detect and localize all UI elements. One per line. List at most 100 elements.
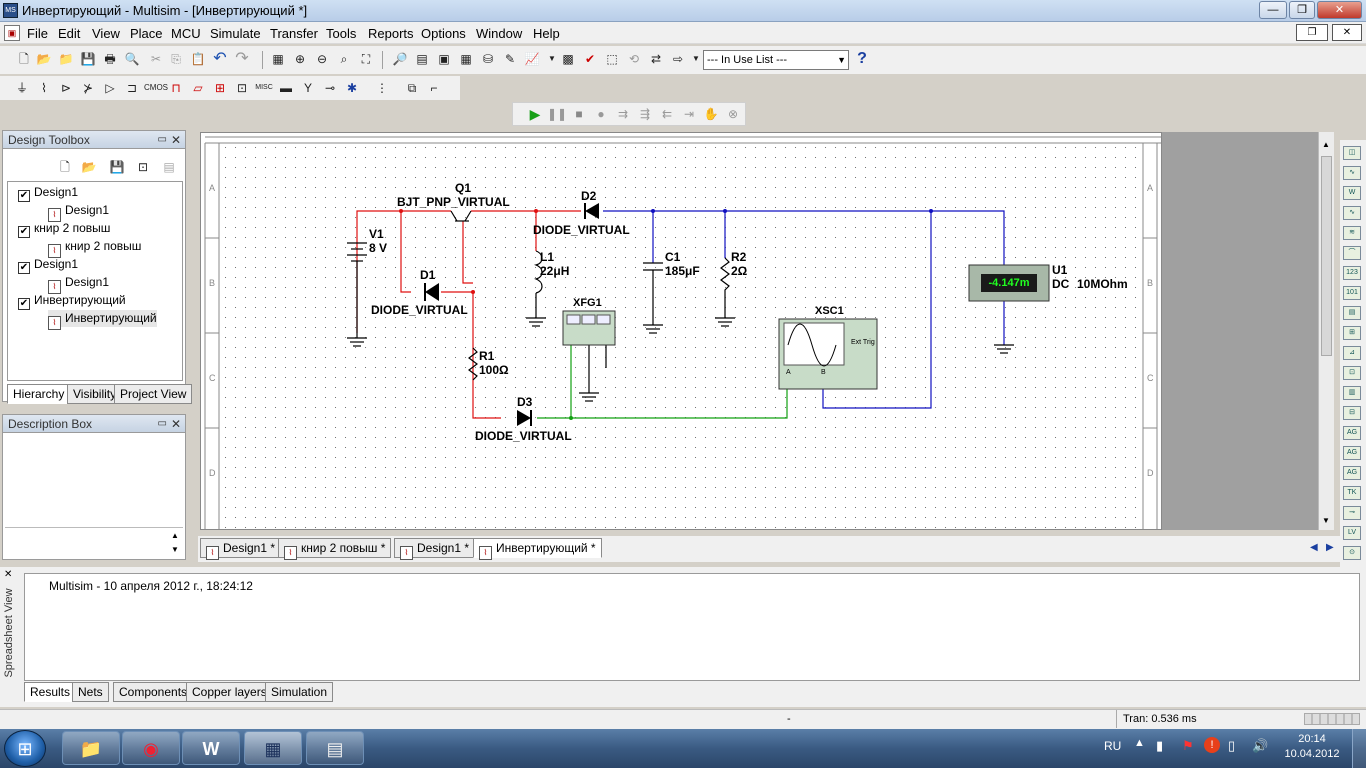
tab-project-view[interactable]: Project View (114, 384, 193, 404)
new-design-icon[interactable]: 🗋 (60, 160, 70, 174)
d2-model[interactable]: DIODE_VIRTUAL (533, 223, 630, 237)
d3-ref[interactable]: D3 (517, 395, 533, 409)
volume-icon[interactable]: 🔊 (1252, 738, 1269, 753)
v1-value[interactable]: 8 V (369, 241, 388, 255)
copy-icon[interactable]: ⎘ (171, 52, 181, 66)
hierarchical-block-icon[interactable]: ⧉ (407, 81, 417, 95)
zoom-in-icon[interactable]: ⊕ (294, 52, 306, 66)
r1-value[interactable]: 100Ω (479, 363, 509, 377)
tab-results[interactable]: Results (24, 682, 77, 702)
ttl-icon[interactable]: ⊐ (126, 81, 138, 95)
taskbar-chrome[interactable]: ◉ (122, 731, 180, 765)
tab-scroll-left-icon[interactable]: ◀ (1310, 542, 1318, 553)
pause-icon[interactable]: ❚❚ (547, 107, 568, 121)
tektronix-scope-icon[interactable]: TK (1343, 486, 1361, 500)
tray-arrow-icon[interactable]: ▲ (1134, 737, 1145, 749)
l1-ref[interactable]: L1 (540, 250, 555, 264)
fullscreen-icon[interactable]: ▦ (272, 52, 284, 66)
open-samples-icon[interactable]: 📁 (58, 52, 74, 66)
stop-icon[interactable]: ■ (575, 107, 583, 121)
save-design-icon[interactable]: 💾 (109, 160, 125, 174)
open-design-icon[interactable]: 📂 (81, 160, 97, 174)
r2-ref[interactable]: R2 (731, 250, 747, 264)
step-into-icon[interactable]: ⇶ (639, 107, 651, 121)
function-generator-icon[interactable]: ∿ (1343, 166, 1361, 180)
zoom-area-icon[interactable]: ⌕ (340, 52, 348, 66)
restore-button[interactable]: ❐ (1289, 1, 1315, 19)
menu-tools[interactable]: Tools (326, 26, 357, 41)
tree-item[interactable]: ✔Инвертирующий (18, 293, 126, 310)
action-center-icon[interactable]: ⚑ (1182, 738, 1194, 753)
doc-tab-design1[interactable]: ⌇Design1 * (200, 538, 282, 560)
menu-simulate[interactable]: Simulate (210, 26, 261, 41)
spreadsheet-close-icon[interactable]: ✕ (4, 569, 13, 580)
electromechanical-icon[interactable]: ⊸ (324, 81, 336, 95)
v1-ref[interactable]: V1 (369, 227, 384, 241)
wattmeter-icon[interactable]: W (1343, 186, 1361, 200)
word-generator-icon[interactable]: 101 (1343, 286, 1361, 300)
tab-nets[interactable]: Nets (72, 682, 109, 702)
postprocessor-icon[interactable]: ▩ (562, 52, 574, 66)
resistor-icon[interactable]: ⌇ (41, 81, 47, 95)
close-button[interactable]: ✕ (1317, 1, 1362, 19)
dropdown-arrow-icon[interactable]: ▼ (692, 54, 700, 63)
start-button[interactable]: ⊞ (4, 730, 46, 767)
distortion-analyzer-icon[interactable]: ⊡ (1343, 366, 1361, 380)
tab-visibility[interactable]: Visibility (67, 384, 123, 404)
print-preview-icon[interactable]: 🔍 (124, 52, 140, 66)
taskbar-word[interactable]: W (182, 731, 240, 765)
checkbox-icon[interactable]: ✔ (18, 190, 30, 202)
u1-mode[interactable]: DC (1052, 277, 1070, 291)
component-wizard-icon[interactable]: ✎ (504, 52, 516, 66)
in-use-list-select[interactable]: --- In Use List --- ▼ (703, 50, 849, 70)
run-icon[interactable]: ▶ (529, 106, 541, 122)
analog-icon[interactable]: ▷ (105, 81, 115, 95)
doc-tab-invert[interactable]: ⌇Инвертирующий * (473, 538, 602, 560)
taskbar-calculator[interactable]: ▤ (306, 731, 364, 765)
tree-item-selected[interactable]: ⌇Инвертирующий (48, 310, 157, 330)
tree-item[interactable]: ⌇Design1 (48, 274, 109, 294)
checkbox-icon[interactable]: ✔ (18, 262, 30, 274)
indicator-icon[interactable]: ⊡ (236, 81, 248, 95)
transistor-icon[interactable]: ⊁ (82, 81, 94, 95)
description-close-icon[interactable]: ✕ (170, 417, 181, 431)
peripherals-icon[interactable]: ▬ (280, 81, 292, 95)
ladder-icon[interactable]: ⋮ (376, 81, 388, 95)
tree-item[interactable]: ⌇книр 2 повыш (48, 238, 141, 258)
current-probe-icon[interactable]: ⊙ (1343, 546, 1361, 560)
tab-scroll-right-icon[interactable]: ▶ (1326, 542, 1334, 553)
dropdown-arrow-icon[interactable]: ▼ (548, 54, 556, 63)
tree-item[interactable]: ⌇Design1 (48, 202, 109, 222)
tree-item[interactable]: ✔Design1 (18, 257, 79, 274)
select-area-icon[interactable]: ⬚ (606, 52, 618, 66)
xfg1-ref[interactable]: XFG1 (573, 297, 602, 309)
scroll-up-icon[interactable]: ▲ (1322, 140, 1330, 149)
search-icon[interactable]: 🔎 (392, 52, 408, 66)
l1-value[interactable]: 22μH (540, 264, 570, 278)
menu-help[interactable]: Help (533, 26, 560, 41)
network-analyzer-icon[interactable]: ⊟ (1343, 406, 1361, 420)
tab-simulation[interactable]: Simulation (265, 682, 334, 702)
language-indicator[interactable]: RU (1104, 739, 1122, 753)
u1-resistance[interactable]: 10MOhm (1077, 277, 1128, 291)
scroll-thumb[interactable] (1321, 156, 1332, 356)
cut-icon[interactable]: ✂ (150, 52, 162, 66)
grapher-icon[interactable]: ▤ (416, 52, 428, 66)
menu-transfer[interactable]: Transfer (270, 26, 318, 41)
ni-components-icon[interactable]: ✱ (346, 81, 358, 95)
frequency-counter-icon[interactable]: 123 (1343, 266, 1361, 280)
u1-ref[interactable]: U1 (1052, 263, 1068, 277)
undo-icon[interactable]: ↶ (213, 50, 227, 67)
scroll-down-icon[interactable]: ▼ (171, 545, 179, 554)
menu-mcu[interactable]: MCU (171, 26, 201, 41)
erc-icon[interactable]: ✔ (584, 52, 596, 66)
r1-ref[interactable]: R1 (479, 349, 495, 363)
device-icon[interactable]: ▯ (1228, 738, 1236, 753)
d1-model[interactable]: DIODE_VIRTUAL (371, 303, 468, 317)
database-icon[interactable]: ⛁ (482, 52, 494, 66)
q1-model[interactable]: BJT_PNP_VIRTUAL (397, 195, 510, 209)
toolbox-close-icon[interactable]: ✕ (170, 133, 181, 147)
scroll-up-icon[interactable]: ▲ (171, 531, 179, 540)
new-icon[interactable]: 🗋 (19, 52, 29, 66)
